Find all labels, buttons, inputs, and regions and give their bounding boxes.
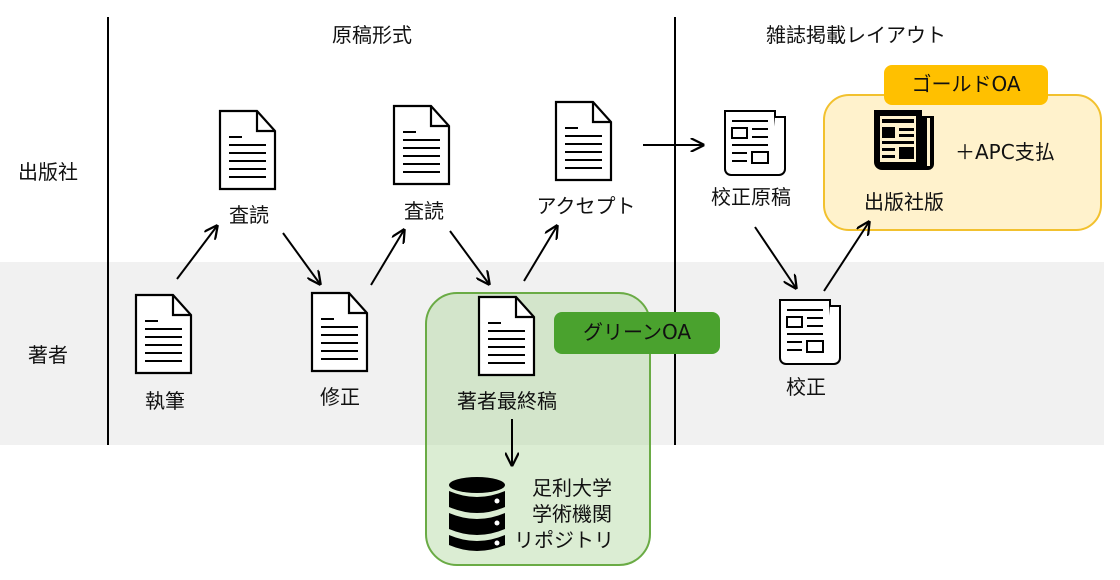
arrow-revision-to-review2: [370, 230, 404, 286]
document-icon-author-final: [477, 295, 536, 377]
row-header-divider: [107, 17, 109, 445]
document-icon-review2: [392, 104, 451, 186]
column-header-journal-layout: 雑誌掲載レイアウト: [766, 23, 946, 47]
gold-oa-badge: ゴールドOA: [884, 65, 1048, 105]
row-header-author: 著者: [28, 343, 68, 367]
node-label-proof-manuscript: 校正原稿: [711, 185, 791, 209]
arrow-proof-manuscript-to-proofreading: [754, 226, 796, 288]
repository-label-line3: リポジトリ: [514, 528, 614, 552]
row-header-publisher: 出版社: [18, 160, 78, 184]
column-divider: [674, 17, 676, 445]
repository-label: 足利大学 学術機関 リポジトリ: [514, 475, 614, 553]
node-label-accept: アクセプト: [536, 194, 636, 218]
node-label-publisher-version: 出版社版: [864, 190, 944, 214]
newspaper-icon-proof-manuscript: [724, 110, 786, 176]
document-icon-accept: [554, 100, 613, 182]
document-icon-revision: [310, 291, 369, 373]
newspaper-filled-icon: [874, 110, 934, 170]
node-label-review1: 査読: [229, 203, 269, 227]
green-oa-badge: グリーンOA: [554, 312, 720, 354]
document-icon-review1: [218, 109, 277, 191]
repository-label-line2: 学術機関: [532, 502, 612, 526]
newspaper-icon-proofreading: [779, 299, 841, 365]
arrow-author-final-to-accept: [523, 226, 557, 282]
database-icon: [449, 477, 505, 551]
arrow-proofreading-to-publisher-version: [823, 222, 869, 292]
document-icon-writing: [134, 293, 193, 375]
node-label-proofreading: 校正: [786, 375, 826, 399]
node-label-writing: 執筆: [145, 389, 185, 413]
node-label-revision: 修正: [320, 385, 360, 409]
apc-payment-label: ＋APC支払: [955, 140, 1055, 164]
gold-oa-region: [823, 94, 1102, 231]
column-header-manuscript-format: 原稿形式: [332, 23, 412, 47]
arrow-writing-to-review1: [176, 226, 217, 280]
repository-label-line1: 足利大学: [532, 476, 612, 500]
node-label-review2: 査読: [404, 199, 444, 223]
arrow-review2-to-author-final: [449, 230, 489, 284]
node-label-author-final: 著者最終稿: [457, 389, 557, 413]
arrow-review1-to-revision: [282, 232, 320, 284]
